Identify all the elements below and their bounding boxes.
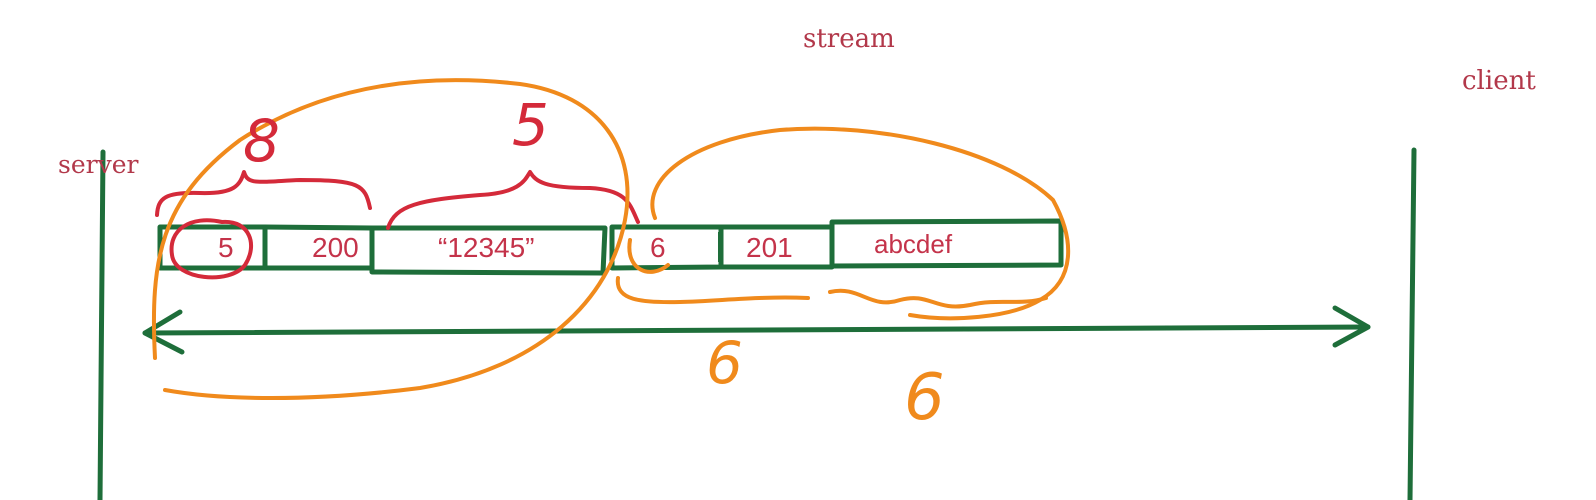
red-annotations xyxy=(155,170,640,280)
server-line xyxy=(97,149,106,500)
body-length-label-2: 6 xyxy=(904,361,945,435)
header-length-label-1: 8 xyxy=(243,107,280,175)
group-2-loop xyxy=(650,126,1071,321)
server-label: server xyxy=(58,150,139,179)
header-underline-2 xyxy=(615,276,810,305)
cell-text-12345: “12345” xyxy=(438,232,535,263)
cell-12345 xyxy=(369,225,608,276)
stream-label: stream xyxy=(803,24,895,54)
orange-annotations xyxy=(151,78,1071,400)
cell-abcdef xyxy=(829,218,1064,269)
body-brace-1 xyxy=(386,170,640,230)
stream-arrow xyxy=(142,305,1371,355)
header-length-label-2: 6 xyxy=(706,329,743,397)
body-length-label-1: 5 xyxy=(512,91,549,159)
header-brace-1 xyxy=(155,170,372,217)
client-label: client xyxy=(1462,66,1536,96)
cell-text-abcdef: abcdef xyxy=(874,229,953,259)
cell-text-5: 5 xyxy=(218,232,234,263)
cell-text-200: 200 xyxy=(312,232,359,263)
cell-text-201: 201 xyxy=(746,232,793,263)
length-circle xyxy=(169,218,254,280)
client-line xyxy=(1407,147,1417,500)
group-1-loop xyxy=(151,78,630,400)
body-underline-2 xyxy=(828,288,1048,309)
cell-6-mark xyxy=(627,238,670,274)
cell-text-6: 6 xyxy=(650,232,666,263)
